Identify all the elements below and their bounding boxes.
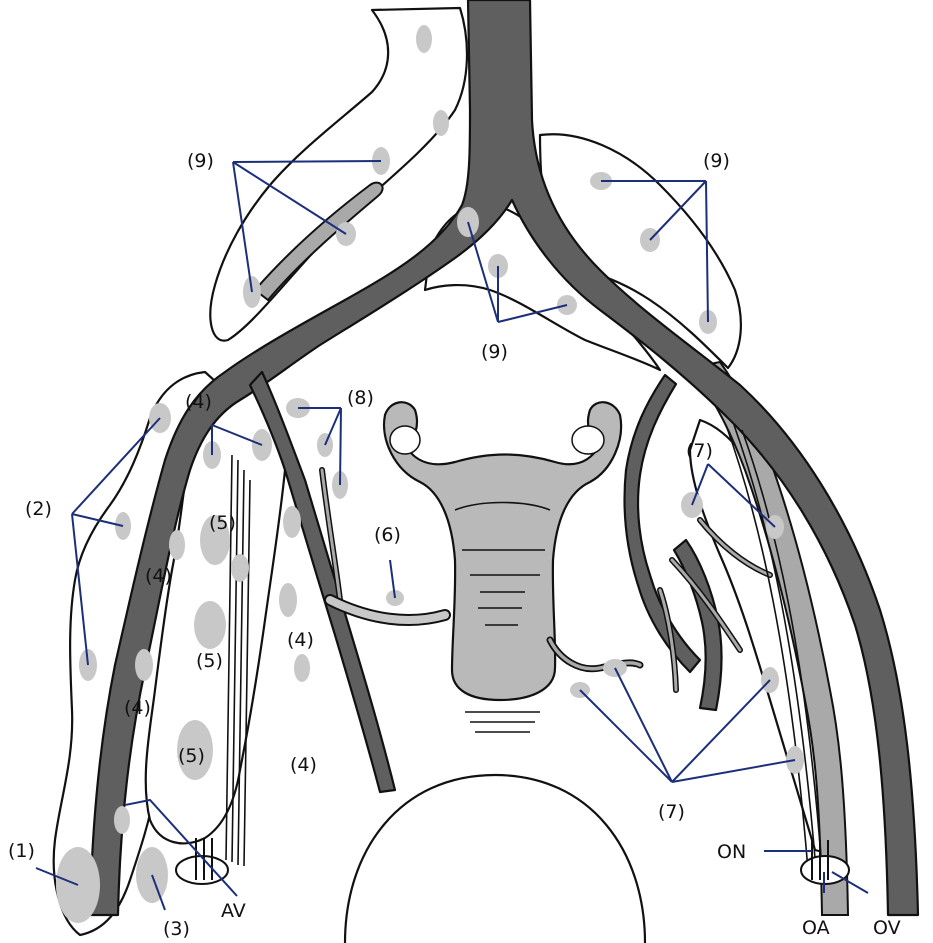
label-node-9-center: (9) [481,341,508,363]
label-node-6: (6) [374,524,401,546]
bladder [345,775,645,943]
lymph-node-9d [433,110,449,136]
label-node-1: (1) [8,840,35,862]
lymph-node-5c [194,601,226,649]
lymph-node-5b [231,554,249,582]
label-node-2: (2) [25,498,52,520]
label-node-9-left: (9) [187,150,214,172]
lymph-node-9e [416,25,432,53]
lymph-node-4e [283,506,301,538]
label-node-4-right-lower: (4) [290,754,317,776]
lymph-node-4c [169,530,185,560]
lymph-node-left-b [114,806,130,834]
label-node-4-low: (4) [124,697,151,719]
cervix-rings [465,712,540,732]
lymph-node-4g [294,654,310,682]
label-node-5-top: (5) [209,512,236,534]
label-node-9-right: (9) [703,150,730,172]
label-ov: OV [873,917,901,939]
label-av: AV [221,900,246,922]
lymph-node-4d [135,649,153,681]
uterus [384,402,621,700]
label-node-4-right-upper: (4) [287,629,314,651]
label-on: ON [717,841,746,863]
label-node-3: (3) [163,918,190,940]
lymph-node-4f [279,583,297,617]
label-node-4-mid: (4) [145,565,172,587]
right-internal-iliac-vessel [625,375,701,672]
left-obturator-canal [176,856,228,884]
label-node-8: (8) [347,387,374,409]
label-node-7-upper: (7) [686,440,713,462]
right-uterine-artery-trunk [674,540,722,710]
label-oa: OA [802,917,830,939]
label-node-4-top: (4) [185,391,212,413]
label-node-5-mid: (5) [196,650,223,672]
label-node-5-low: (5) [178,745,205,767]
label-node-7-lower: (7) [658,801,685,823]
